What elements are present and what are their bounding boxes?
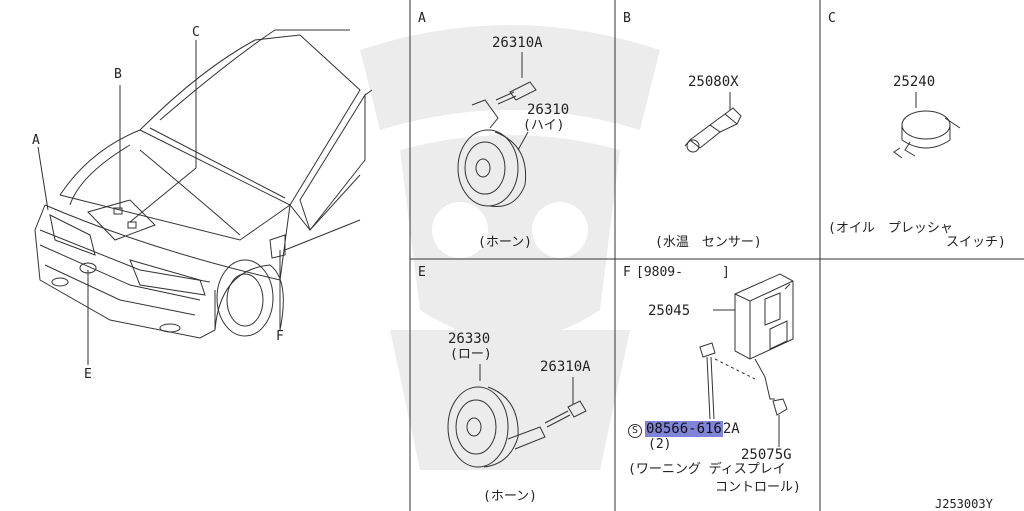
panel-a-bolt-part-number: 26310A	[492, 35, 543, 51]
oil-pressure-switch-illustration	[893, 92, 961, 159]
panel-f-date-range: [9809- ]	[636, 265, 730, 280]
panel-f-screw-quantity: (2)	[648, 437, 672, 452]
panel-e-caption: (ホーン)	[483, 489, 538, 504]
panel-f-clip-part-number: 25075G	[741, 447, 792, 463]
panel-e-horn-part-number: 26330	[448, 331, 491, 347]
car-illustration	[34, 29, 373, 365]
panel-c-caption-line1: (オイル プレッシャ	[828, 221, 953, 236]
watermark-emblem	[360, 25, 660, 470]
callout-a: A	[32, 133, 40, 148]
panel-f-caption-line2: コントロール)	[715, 480, 801, 495]
callout-f: F	[276, 329, 284, 344]
panel-f-screw-highlighted: 08566-616	[645, 421, 723, 437]
panel-a-letter: A	[418, 11, 426, 26]
warning-display-control-illustration	[699, 273, 794, 447]
panel-b-sensor-part-number: 25080X	[688, 74, 739, 90]
panel-e-horn-note: (ロー)	[450, 347, 492, 362]
panel-f-caption-line1: (ワーニング ディスプレイ	[628, 462, 786, 477]
drawing-number: J253003Y	[935, 497, 993, 511]
horn-low-illustration	[447, 364, 587, 468]
callout-e: E	[84, 367, 92, 382]
panel-a-horn-part-number: 26310	[527, 102, 570, 118]
horn-high-illustration	[457, 52, 537, 208]
panel-f-screw-suffix: 2A	[722, 421, 740, 437]
callout-c: C	[192, 25, 200, 40]
water-temp-sensor-illustration	[684, 92, 742, 153]
panel-f-letter: F	[623, 265, 631, 280]
panel-e-bolt-part-number: 26310A	[540, 359, 591, 375]
callout-b: B	[114, 67, 122, 82]
panel-a-caption: (ホーン)	[478, 235, 533, 250]
panel-a-horn-note: (ハイ)	[523, 118, 565, 133]
panel-f-screw-part-number: 08566-6162A	[645, 421, 740, 437]
panel-c-letter: C	[828, 11, 836, 26]
panel-c-switch-part-number: 25240	[893, 74, 936, 90]
panel-b-letter: B	[623, 11, 631, 26]
panel-f-unit-part-number: 25045	[648, 303, 691, 319]
panel-b-caption: (水温 センサー)	[655, 235, 762, 250]
panel-c-caption-line2: スイッチ)	[946, 235, 1006, 250]
panel-e-letter: E	[418, 265, 426, 280]
screw-symbol-icon: S	[628, 424, 642, 438]
